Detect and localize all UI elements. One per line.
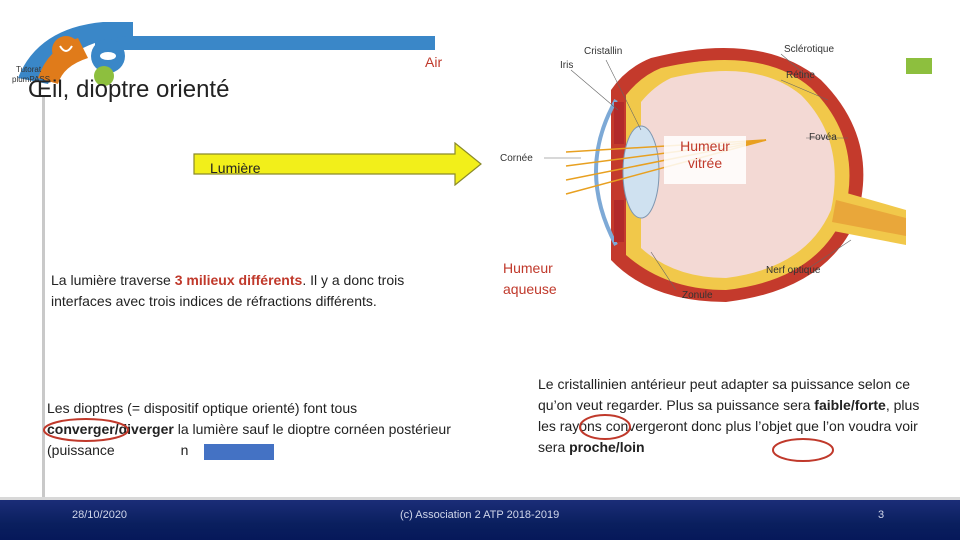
footer-bar [0,500,960,540]
paragraph-cristallin-text1: Le cristallinien antérieur peut adapter … [538,376,911,413]
bottom-divider [0,497,960,500]
light-arrow [193,142,482,186]
paragraph-cristallin-bold2: proche/loin [569,439,645,455]
eye-label-cristallin: Cristallin [584,46,622,57]
footer-page-number: 3 [878,509,885,521]
svg-text:plumPASS: plumPASS [12,75,50,84]
eye-label-iris: Iris [560,60,573,71]
paragraph-milieux: La lumière traverse 3 milieux différents… [51,270,431,312]
eye-label-zonule: Zonule [682,290,713,301]
footer-date: 28/10/2020 [72,509,128,521]
eye-label-fovea: Fovéa [809,132,837,143]
logo-text: Tutorat [16,65,42,74]
paragraph-dioptres-text2: la lumière sauf le dioptre cornéen posté… [47,421,451,458]
paragraph-dioptres-text1: Les dioptres (= dispositif optique orien… [47,400,358,416]
header-bar-blue [95,36,435,50]
paragraph-milieux-text2: . Il y a donc trois interfaces avec troi… [51,272,405,309]
paragraph-milieux-text1: La lumière traverse [51,272,175,288]
label-air: Air [418,50,450,74]
left-divider [42,95,45,500]
label-humeur-vitree-line2: vitrée [687,155,723,171]
label-humeur-vitree-line1: Humeur [680,138,730,154]
footer-copyright: (c) Association 2 ATP 2018-2019 [400,509,560,521]
label-humeur-vitree: Humeur vitrée [664,136,746,184]
paragraph-milieux-highlight: 3 milieux différents [174,272,303,288]
paragraph-cristallin-text2: , plus les rayons convergeront donc plus… [538,397,920,455]
label-humeur-aqueuse: Humeur aqueuse [503,258,557,300]
label-humeur-aqueuse-line2: aqueuse [503,281,557,297]
paragraph-dioptres-bold: converger/diverger [47,421,174,437]
slide-title: Œil, dioptre orienté [28,76,230,103]
eye-label-sclerotique: Sclérotique [784,44,834,55]
hidden-answer-block [204,444,274,460]
paragraph-dioptres-tail: n [180,442,189,458]
eye-label-retine: Rétine [786,70,815,81]
label-humeur-aqueuse-line1: Humeur [503,260,553,276]
eye-label-cornee: Cornée [500,153,533,164]
label-lumiere: Lumière [210,160,261,176]
paragraph-cristallin-bold1: faible/forte [814,397,886,413]
tutorat-logo: Tutorat plumPASS [12,22,133,86]
paragraph-cristallin: Le cristallinien antérieur peut adapter … [538,374,928,458]
eye-label-nerf-optique: Nerf optique [766,265,821,276]
